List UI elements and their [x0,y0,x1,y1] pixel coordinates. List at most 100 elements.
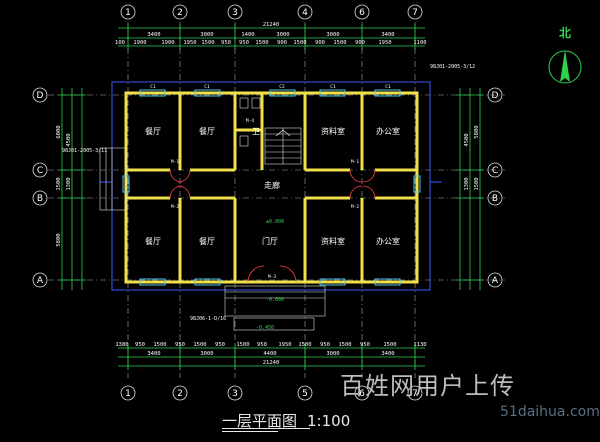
dim-bottom-detail: 1500 [193,342,206,348]
room-label-dining: 餐厅 [199,127,215,136]
axis-label-col: 1 [125,8,131,18]
watermark-site: 51daihua.com [500,404,600,420]
dim-top: 3000 [200,32,213,38]
axis-label-col: 2 [177,8,183,18]
dim-top-detail: 1500 [293,40,306,46]
toilet-fixtures [239,97,261,147]
dim-bottom-detail: 1500 [383,342,396,348]
dim-left: 6000 [56,125,62,138]
axis-label-col: 1 [125,389,131,399]
overall-width-top: 21240 [263,22,280,28]
detail-note-right: 98J01-2005-3/12 [430,64,475,70]
north-label: 北 [559,26,572,40]
dimension-text: 21240 3400 3000 1400 3000 3000 3400 100 … [115,22,427,366]
room-label-office: 办公室 [376,126,400,136]
dim-top-detail: 1900 [133,40,146,46]
dim-bottom-detail: 1130 [413,342,426,348]
room-label-archive: 资料室 [321,126,345,136]
axis-grid [48,22,505,378]
dim-bottom-detail: 950 [257,342,267,348]
dim-top-detail: 950 [239,40,249,46]
room-label-archive: 资料室 [321,236,345,246]
door-code: M-1 [351,159,359,165]
title-underline-thin [222,431,278,432]
dim-bottom: 3000 [326,351,339,357]
axis-label-row: A [37,276,44,286]
opening-codes: C1 C1 C2 C1 C1 M-1 M-1 M-2 M-2 M-3 M-4 [150,84,391,280]
window-code: C1 [204,84,210,90]
elevation-mark: ±0.000 [266,219,284,225]
room-label-office: 办公室 [376,236,400,246]
dim-top-detail: 900 [355,40,365,46]
axis-label-row: B [37,194,43,204]
room-label-lobby: 门厅 [262,236,278,246]
elevation-mark: -0.600 [266,297,284,303]
dim-top-detail: 1950 [183,40,196,46]
axis-labels: 1 2 3 4 6 7 1 2 3 5 6 7 D C B A D C B A [37,8,499,399]
dim-bottom-detail: 1500 [338,342,351,348]
room-labels: 餐厅 餐厅 卫 资料室 办公室 走廊 餐厅 餐厅 门厅 资料室 办公室 [145,126,400,246]
axis-label-col: 7 [412,8,418,18]
door-code: M-4 [246,118,254,124]
axis-label-col: 5 [302,389,308,399]
dim-top-detail: 100 [115,40,125,46]
window-code: C1 [385,84,391,90]
drawing-title-text: 一层平面图 [222,412,298,430]
room-label-restroom: 卫 [252,127,260,136]
dim-bottom-detail: 1380 [115,342,128,348]
overall-width-bottom: 21240 [263,360,280,366]
dim-top: 3000 [326,32,339,38]
axis-label-col: 6 [359,8,365,18]
dim-bottom-detail: 1500 [153,342,166,348]
drawing-scale: 1:100 [307,412,351,430]
side-dimension-text: 6000 1500 4500 1300 5800 5800 1500 4500 … [56,125,480,246]
dim-right: 4500 [464,133,470,146]
dim-left: 1300 [66,177,72,190]
door-code: M-3 [268,274,276,280]
dim-bottom-detail: 950 [320,342,330,348]
drawing-title: 一层平面图 1:100 [222,410,350,431]
axis-label-row: D [37,91,44,101]
axis-label-row: B [492,194,498,204]
dim-top: 3400 [381,32,394,38]
dim-top-detail: 1500 [201,40,214,46]
axis-label-col: 6 [359,389,365,399]
dim-bottom-detail: 950 [360,342,370,348]
doors [169,169,376,283]
axis-bubbles [32,4,503,401]
room-label-dining: 餐厅 [145,237,161,246]
dim-left: 4500 [66,133,72,146]
dim-top-detail: 1500 [255,40,268,46]
dim-bottom: 4400 [263,351,276,357]
north-arrow-icon [548,50,582,84]
dim-bottom-detail: 1950 [278,342,291,348]
dim-top-detail: 950 [221,40,231,46]
dim-right: 5800 [474,125,480,138]
dim-bottom-detail: 950 [135,342,145,348]
entrance-porch [99,147,326,331]
detail-note-bottom: 98J06-1-D/16 [190,316,226,322]
dim-bottom-detail: 1500 [236,342,249,348]
room-label-corridor: 走廊 [264,180,280,190]
window-code: C2 [279,84,285,90]
dimension-lines [58,24,484,370]
axis-label-col: 7 [412,389,418,399]
dim-bottom-detail: 950 [175,342,185,348]
window-code: C1 [150,84,156,90]
dim-left: 5800 [56,233,62,246]
dim-bottom: 3000 [200,351,213,357]
detail-note-left: 98J01-2005-3/11 [62,148,107,154]
title-underline [222,428,310,429]
watermark-text: 百姓网用户上传 [340,372,515,400]
dim-bottom: 3400 [381,351,394,357]
axis-label-row: D [492,91,499,101]
room-label-dining: 餐厅 [199,237,215,246]
axis-label-col: 3 [232,8,238,18]
dim-bottom: 3400 [147,351,160,357]
axis-label-col: 4 [302,8,308,18]
axis-label-col: 2 [177,389,183,399]
dim-top-detail: 1950 [378,40,391,46]
annotations: ±0.000 -0.450 -0.600 98J01-2005-3/11 98J… [62,64,475,331]
dim-top: 3400 [147,32,160,38]
